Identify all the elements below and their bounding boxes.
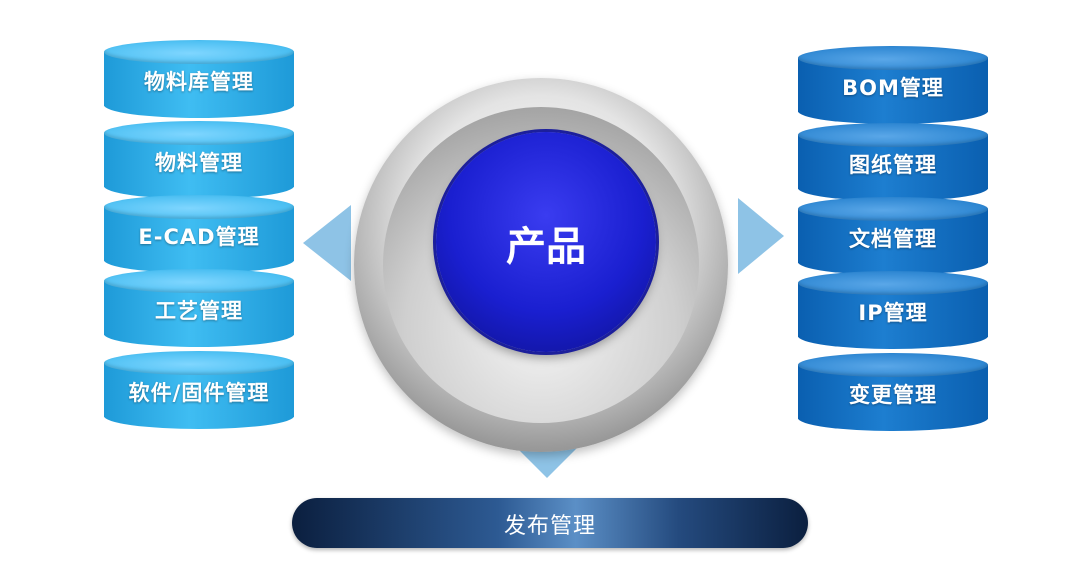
right-disk-label: 文档管理 — [849, 227, 937, 251]
center-label: 产品 — [506, 223, 586, 270]
left-disk-5: 软件/固件管理 — [104, 351, 294, 429]
left-disk-1: 物料库管理 — [104, 40, 294, 118]
right-disk-label: 变更管理 — [849, 383, 937, 407]
center-core — [436, 132, 656, 352]
right-disk-3: 文档管理 — [798, 197, 988, 275]
right-disk-5: 变更管理 — [798, 353, 988, 431]
right-disk-label: 图纸管理 — [849, 153, 937, 177]
right-disk-label: BOM管理 — [842, 76, 944, 100]
right-disk-4: IP管理 — [798, 271, 988, 349]
left-disk-3: E-CAD管理 — [104, 195, 294, 273]
right-disk-label: IP管理 — [858, 301, 928, 325]
left-disk-label: E-CAD管理 — [138, 225, 260, 249]
left-arrow-icon — [303, 205, 351, 281]
left-disk-label: 物料库管理 — [144, 70, 254, 94]
release-bar-label: 发布管理 — [503, 514, 596, 539]
right-disk-1: BOM管理 — [798, 46, 988, 124]
left-disk-2: 物料管理 — [104, 121, 294, 199]
left-disk-label: 软件/固件管理 — [128, 381, 270, 405]
right-disk-2: 图纸管理 — [798, 123, 988, 201]
release-bar — [292, 498, 808, 548]
left-disk-label: 工艺管理 — [155, 299, 243, 323]
right-arrow-icon — [738, 198, 784, 274]
left-disk-label: 物料管理 — [155, 151, 243, 175]
left-disk-4: 工艺管理 — [104, 269, 294, 347]
